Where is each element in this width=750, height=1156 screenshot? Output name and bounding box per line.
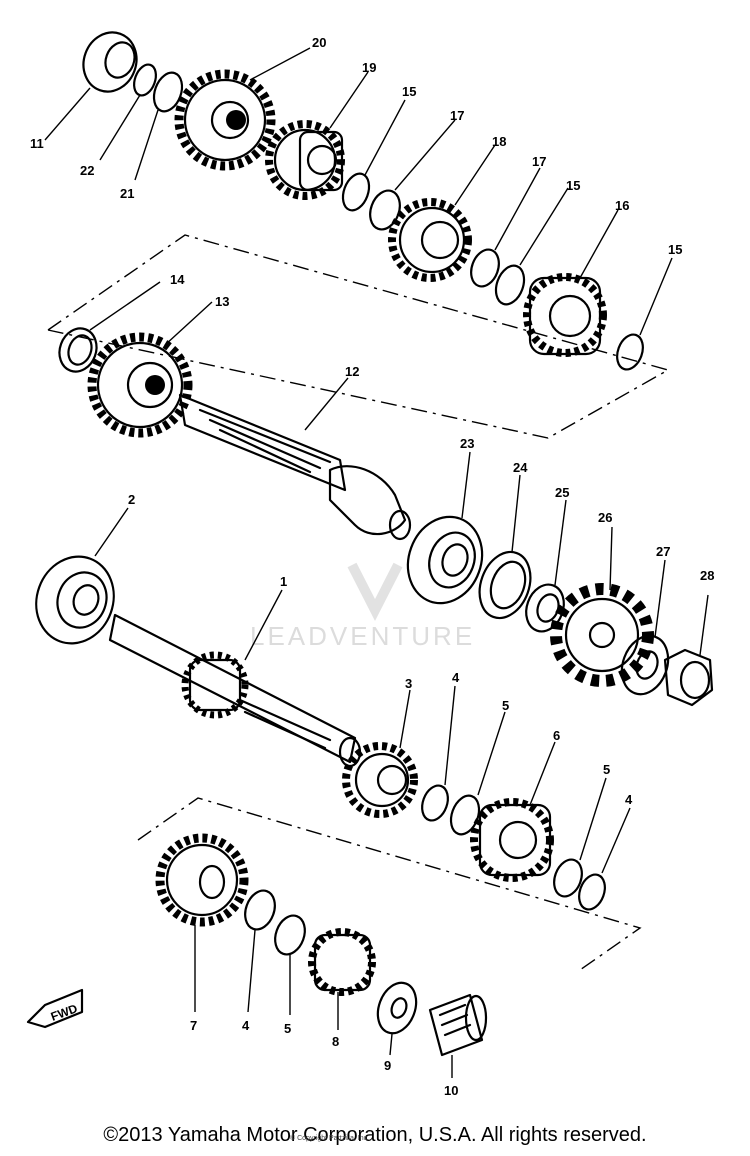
part-28-nut — [663, 594, 714, 707]
small-print: © Copyright Partzilla, Inc. — [290, 1135, 370, 1142]
fwd-label: FWD — [49, 1001, 80, 1024]
callout-17b: 17 — [532, 154, 546, 169]
callout-25: 25 — [555, 485, 569, 500]
part-16-gear — [523, 209, 619, 357]
part-2-bearing — [35, 507, 129, 645]
part-15b-circlip — [494, 187, 569, 306]
part-7-gear — [155, 833, 249, 1012]
callout-5c: 5 — [284, 1021, 291, 1036]
callout-23: 23 — [460, 436, 474, 451]
callout-17a: 17 — [450, 108, 464, 123]
callout-15b: 15 — [566, 178, 580, 193]
part-23-bearing — [406, 451, 484, 605]
callout-9: 9 — [384, 1058, 391, 1073]
part-4b-circlip — [578, 807, 631, 911]
part-20-gear — [174, 47, 311, 171]
part-9-thrust-washer — [376, 981, 418, 1056]
callout-15a: 15 — [402, 84, 416, 99]
callout-6: 6 — [553, 728, 560, 743]
callout-10: 10 — [444, 1083, 458, 1098]
callout-27: 27 — [656, 544, 670, 559]
part-19-gear — [265, 71, 369, 200]
lower-bracket — [137, 797, 642, 971]
callout-11: 11 — [30, 136, 44, 151]
part-25-collar — [525, 499, 567, 633]
part-13-gear — [87, 301, 213, 438]
part-10-needle-bearing — [428, 993, 488, 1078]
part-24-oil-seal — [478, 474, 532, 620]
callout-2: 2 — [128, 492, 135, 507]
callout-3: 3 — [405, 676, 412, 691]
copyright-notice: ©2013 Yamaha Motor Corporation, U.S.A. A… — [103, 1124, 647, 1146]
callout-14: 14 — [170, 272, 185, 287]
callout-5b: 5 — [603, 762, 610, 777]
part-4a-circlip — [421, 685, 456, 822]
callout-12: 12 — [345, 364, 359, 379]
callout-26: 26 — [598, 510, 612, 525]
callout-24: 24 — [513, 460, 528, 475]
part-12-main-axle — [178, 377, 412, 541]
part-14-washer — [58, 281, 161, 373]
part-8-gear — [308, 928, 376, 1030]
callout-22: 22 — [80, 163, 94, 178]
part-6-gear — [470, 741, 556, 882]
callout-18: 18 — [492, 134, 506, 149]
callout-28: 28 — [700, 568, 714, 583]
part-4c-circlip — [244, 889, 276, 1013]
upper-bracket — [47, 234, 670, 439]
callout-labels: 20 19 15 17 18 17 15 16 15 11 22 21 14 1… — [30, 35, 714, 1098]
callout-4c: 4 — [242, 1018, 250, 1033]
callout-21: 21 — [120, 186, 134, 201]
callout-8: 8 — [332, 1034, 339, 1049]
callout-4b: 4 — [625, 792, 633, 807]
callout-4a: 4 — [452, 670, 460, 685]
part-1-drive-axle — [108, 589, 362, 768]
callout-5a: 5 — [502, 698, 509, 713]
part-17b-washer — [470, 167, 541, 288]
part-5c-washer — [274, 914, 306, 1015]
callout-19: 19 — [362, 60, 376, 75]
callout-7: 7 — [190, 1018, 197, 1033]
fwd-arrow: FWD — [26, 988, 84, 1029]
part-11-bearing — [44, 31, 138, 141]
watermark-text: LEADVENTURE — [250, 621, 475, 651]
callout-1: 1 — [280, 574, 287, 589]
callout-13: 13 — [215, 294, 229, 309]
callout-16: 16 — [615, 198, 629, 213]
callout-20: 20 — [312, 35, 326, 50]
watermark: LEADVENTURE — [250, 562, 475, 651]
part-15a-circlip — [341, 99, 406, 212]
part-3-gear — [342, 689, 418, 818]
part-26-drive-sprocket — [550, 526, 654, 687]
part-21-washer — [134, 71, 184, 181]
part-18-gear — [388, 144, 496, 282]
part-15c-circlip — [616, 257, 673, 371]
part-5b-washer — [553, 777, 607, 898]
part-22-circlip — [99, 63, 157, 161]
callout-15c: 15 — [668, 242, 682, 257]
